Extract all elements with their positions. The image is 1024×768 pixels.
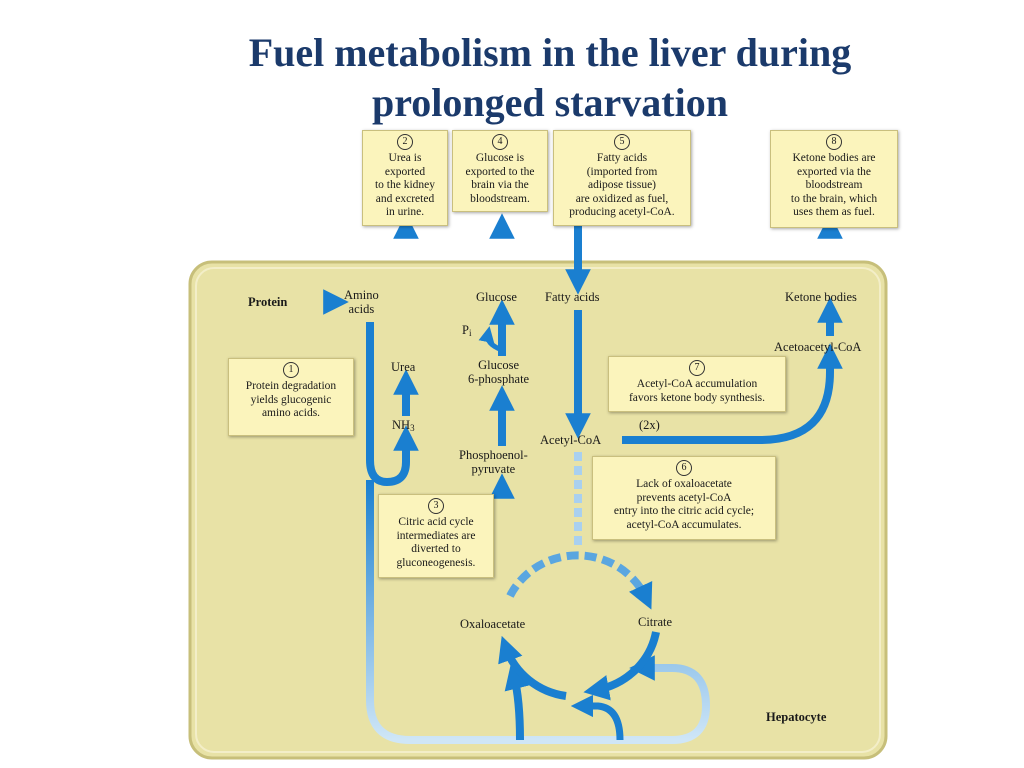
label-two-x: (2x) <box>639 418 660 432</box>
arrow-pi-release <box>478 326 503 353</box>
label-hepatocyte: Hepatocyte <box>766 710 827 724</box>
arrow-loop-inner <box>570 694 624 741</box>
cycle-bottom-to-oxaloacetate <box>498 635 567 700</box>
note-5-fatty-acid-oxidation: 5 Fatty acids (imported from adipose tis… <box>553 130 691 226</box>
note-1-protein-degradation: 1 Protein degradation yields glucogenic … <box>228 358 354 436</box>
label-ketone-bodies: Ketone bodies <box>785 290 857 304</box>
note-7-ketone-synthesis: 7 Acetyl-CoA accumulation favors ketone … <box>608 356 786 412</box>
note-3-number: 3 <box>428 498 444 514</box>
note-4-glucose-export: 4 Glucose is exported to the brain via t… <box>452 130 548 212</box>
note-2-number: 2 <box>397 134 413 150</box>
cycle-dashed-arc <box>506 551 653 610</box>
label-acetoacetyl-coa: Acetoacetyl-CoA <box>774 340 862 354</box>
arrow-loop-to-oxaloacetate <box>504 663 530 741</box>
label-acetyl-coa: Acetyl-CoA <box>540 433 602 447</box>
label-glucose: Glucose <box>476 290 517 304</box>
arrow-amino-acids-to-cycle <box>366 480 711 744</box>
note-7-number: 7 <box>689 360 705 376</box>
note-5-number: 5 <box>614 134 630 150</box>
label-nh3: NH3 <box>392 418 415 433</box>
cycle-citrate-to-bottom <box>583 631 660 701</box>
label-urea: Urea <box>391 360 416 374</box>
note-2-urea-export: 2 Urea is exported to the kidney and exc… <box>362 130 448 226</box>
label-citrate: Citrate <box>638 615 673 629</box>
label-glucose-6-phosphate: Glucose 6-phosphate <box>468 358 530 386</box>
title-line-1: Fuel metabolism in the liver during <box>248 30 852 75</box>
label-protein: Protein <box>248 295 288 309</box>
note-3-citric-acid-intermediates: 3 Citric acid cycle intermediates are di… <box>378 494 494 578</box>
label-amino-acids: Amino acids <box>344 288 379 316</box>
note-6-oxaloacetate-lack: 6 Lack of oxaloacetate prevents acetyl-C… <box>592 456 776 540</box>
label-pi: Pi <box>462 323 472 338</box>
note-8-number: 8 <box>826 134 842 150</box>
arrow-amino-acids-to-nh3 <box>366 322 419 487</box>
arrow-acetyl-coa-to-acetoacetyl-coa <box>622 343 843 444</box>
slide-title: Fuel metabolism in the liver during prol… <box>150 28 950 128</box>
label-oxaloacetate: Oxaloacetate <box>460 617 526 631</box>
note-1-number: 1 <box>283 362 299 378</box>
label-phosphoenolpyruvate: Phosphoenol- pyruvate <box>459 448 528 476</box>
title-line-2: prolonged starvation <box>372 80 728 125</box>
note-4-number: 4 <box>492 134 508 150</box>
note-8-ketone-export: 8 Ketone bodies are exported via the blo… <box>770 130 898 228</box>
note-6-number: 6 <box>676 460 692 476</box>
label-fatty-acids: Fatty acids <box>545 290 600 304</box>
